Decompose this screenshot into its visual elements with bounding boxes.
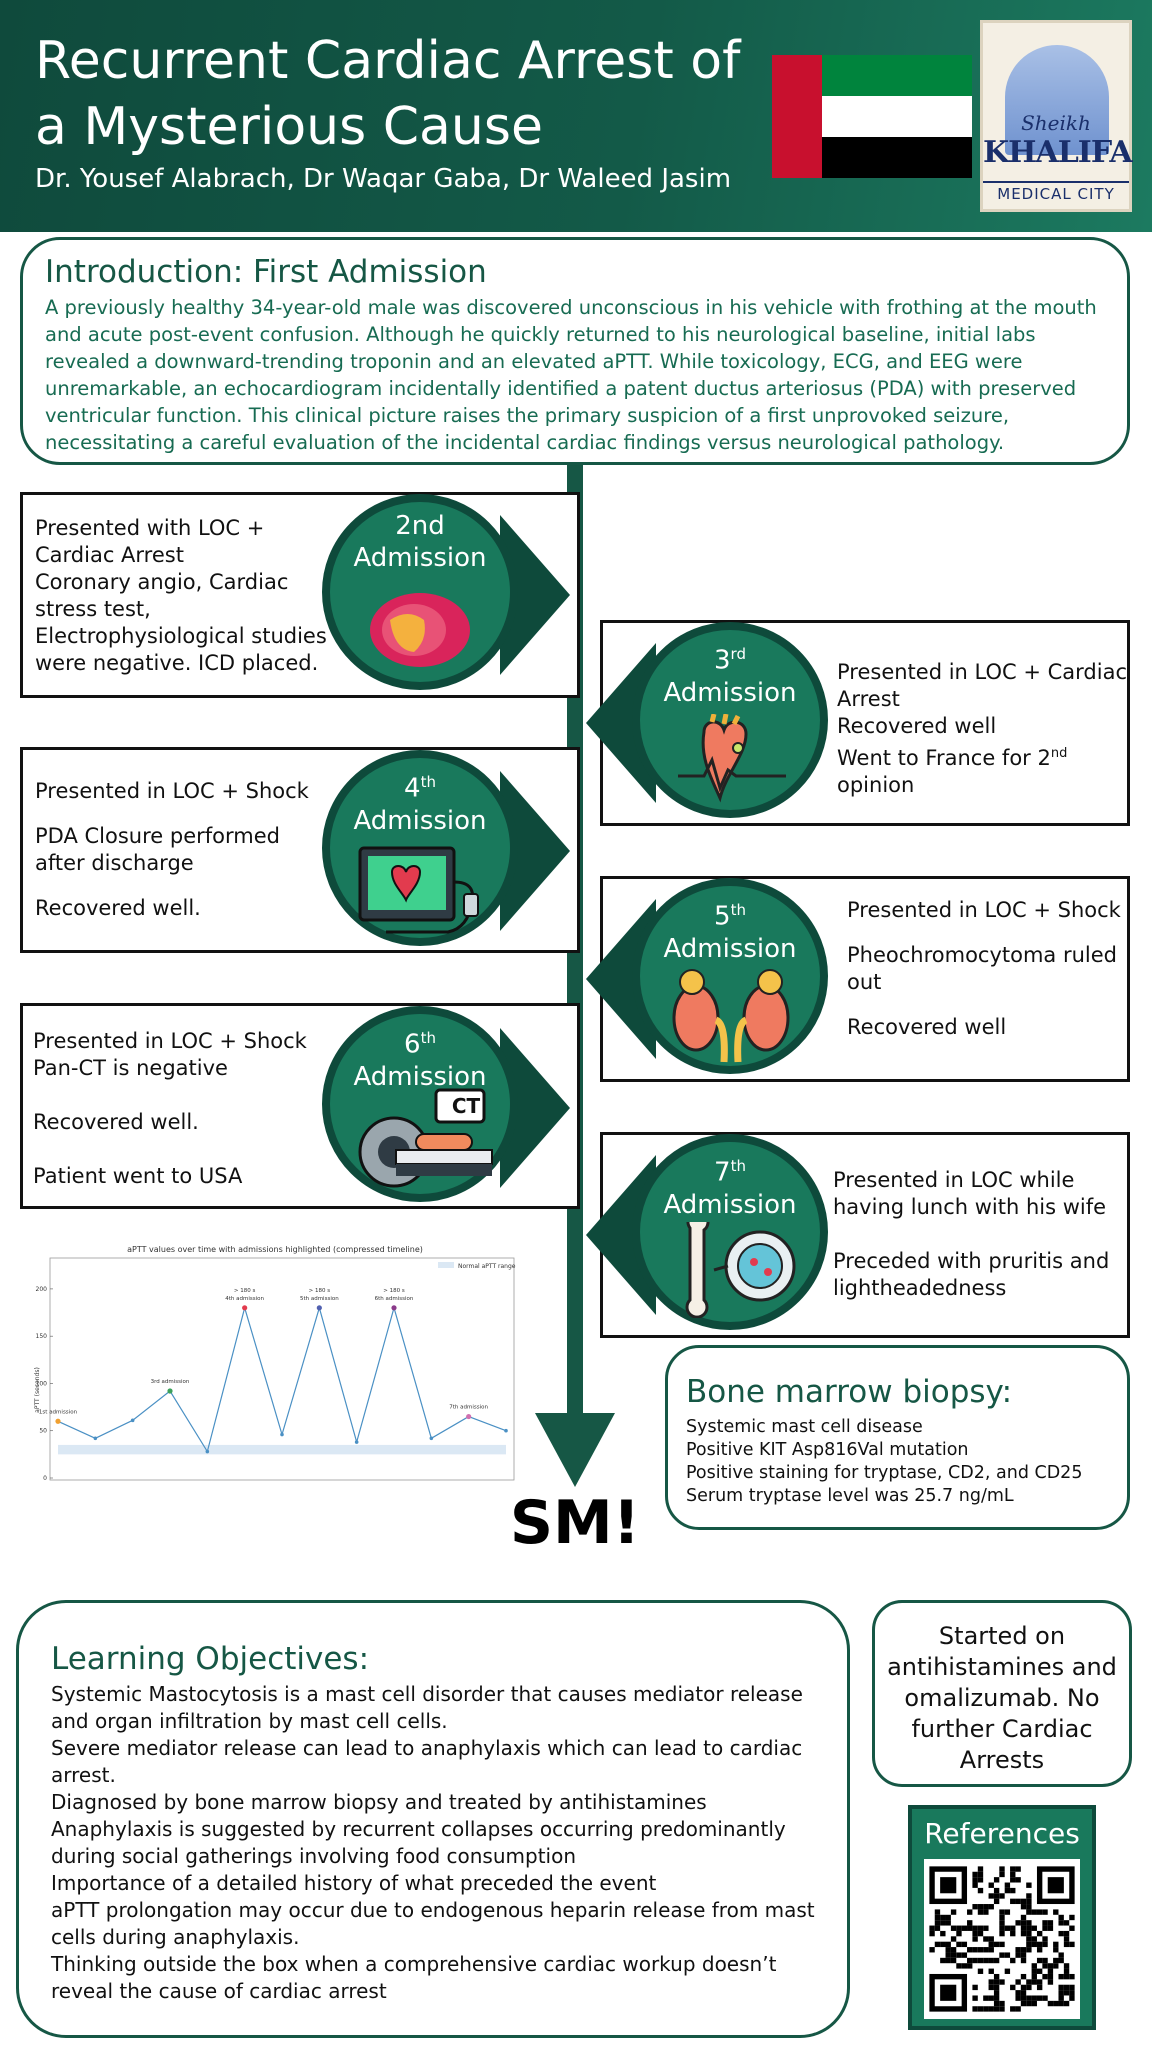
data-point <box>466 1413 472 1420</box>
ct-label: CT <box>451 1094 481 1118</box>
learning-objectives-box: Learning Objectives: Systemic Mastocytos… <box>16 1600 850 2038</box>
data-point <box>391 1305 397 1311</box>
chart-ylabel: aPTT (seconds) <box>34 1367 41 1413</box>
admission-annotation: 4th admission <box>225 1296 264 1302</box>
y-tick-label: 150 <box>36 1333 48 1340</box>
admission-annotation: 7th admission <box>449 1405 488 1411</box>
chart-legend: Normal aPTT range <box>458 1263 516 1270</box>
value-annotation: > 180 s <box>234 1288 256 1294</box>
data-point <box>93 1436 98 1441</box>
intro-title: Introduction: First Admission <box>45 254 487 290</box>
data-point <box>280 1432 284 1437</box>
y-tick-label: 0 <box>43 1475 47 1482</box>
aptt-line-chart: aPTT values over time with admissions hi… <box>34 1245 516 1482</box>
bone-marrow-title: Bone marrow biopsy: <box>686 1374 1013 1410</box>
treatment-box: Started on antihistamines and omalizumab… <box>872 1600 1132 1787</box>
y-tick-label: 200 <box>36 1286 48 1293</box>
data-point <box>130 1418 135 1423</box>
admission-annotation: 5th admission <box>300 1296 339 1302</box>
y-tick-label: 50 <box>39 1428 47 1435</box>
qr-code-icon[interactable] <box>924 1859 1080 2019</box>
bone-marrow-cell-icon <box>685 1222 796 1318</box>
poster-authors: Dr. Yousef Alabrach, Dr Waqar Gaba, Dr W… <box>35 164 732 194</box>
kidney-adrenal-icon <box>672 969 790 1063</box>
skmc-logo: Sheikh KHALIFA MEDICAL CITY <box>980 20 1133 212</box>
bone-marrow-box: Bone marrow biopsy: Systemic mast cell d… <box>665 1345 1130 1530</box>
uae-flag-icon <box>772 55 972 178</box>
sm-diagnosis: SM! <box>509 1488 641 1558</box>
admission-annotation: 1st admission <box>39 1409 78 1415</box>
admission-annotation: 6th admission <box>375 1296 414 1302</box>
data-point <box>167 1388 173 1394</box>
chart-title: aPTT values over time with admissions hi… <box>127 1245 423 1254</box>
ct-scanner-icon <box>358 1088 493 1188</box>
admission-annotation: 3rd admission <box>151 1379 190 1385</box>
data-point <box>205 1449 210 1454</box>
learning-title: Learning Objectives: <box>51 1641 370 1677</box>
data-point <box>55 1418 61 1424</box>
data-point <box>242 1305 248 1311</box>
value-annotation: > 180 s <box>309 1288 331 1294</box>
references-title: References <box>924 1817 1080 1850</box>
normal-range-band <box>58 1444 506 1455</box>
intro-text: A previously healthy 34-year-old male wa… <box>45 296 1097 454</box>
y-tick-label: 100 <box>36 1380 48 1387</box>
data-point <box>504 1428 508 1433</box>
data-point <box>354 1440 359 1444</box>
data-point <box>429 1436 434 1441</box>
references-box[interactable]: References <box>908 1805 1096 2030</box>
header-banner: Recurrent Cardiac Arrest of a Mysterious… <box>0 0 1152 232</box>
heart-muscle-icon <box>370 593 470 667</box>
intro-box: Introduction: First Admission A previous… <box>20 237 1130 465</box>
poster-title: Recurrent Cardiac Arrest of a Mysterious… <box>35 31 741 157</box>
data-point <box>316 1305 322 1311</box>
heart-ecg-icon <box>678 714 786 803</box>
timeline-arrow-icon <box>535 1413 615 1487</box>
value-annotation: > 180 s <box>383 1288 405 1294</box>
legend-swatch <box>438 1262 454 1268</box>
echocardiogram-monitor-icon <box>358 846 479 934</box>
